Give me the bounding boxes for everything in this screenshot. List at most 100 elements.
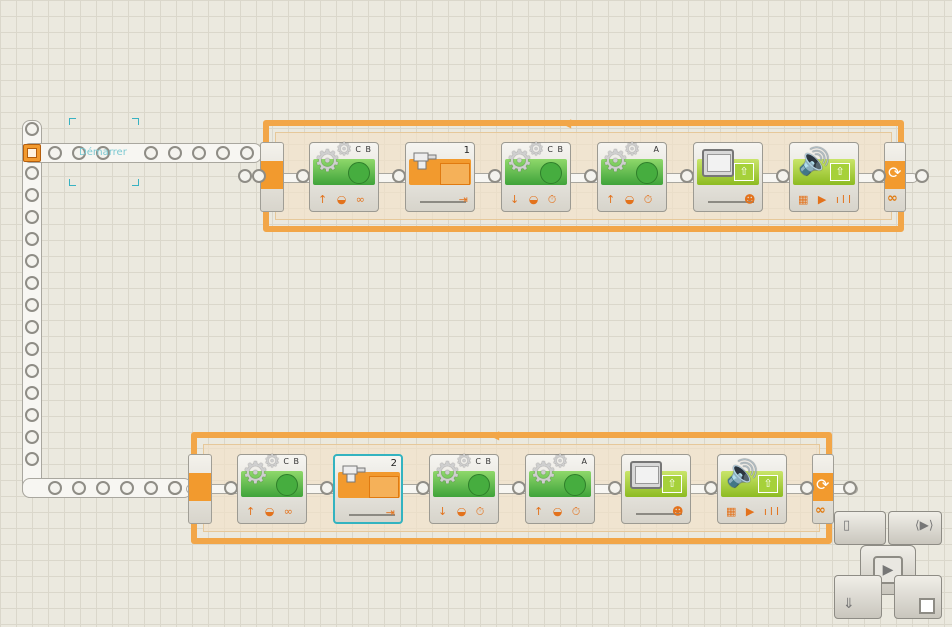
gear-icon: ⚙ — [506, 144, 533, 179]
motor-block[interactable]: ⚙⚙ A ↑ ◒ ⏱ — [525, 451, 595, 524]
gear-icon: ⚙ — [530, 456, 557, 491]
motor-settings-icons: ↑ ◒ ⏱ — [606, 193, 656, 206]
download-button[interactable]: ⇓ — [834, 575, 882, 619]
display-settings-icons: ☻ — [744, 193, 759, 206]
comment-text: Démarrer — [79, 147, 127, 158]
sound-settings-icons: ▦ ▶ ıll — [726, 505, 783, 518]
beam-peg — [168, 481, 182, 495]
beam-peg — [25, 188, 39, 202]
sound-block[interactable]: 🔊⇧▦ ▶ ıll — [717, 454, 787, 524]
hand-icon — [413, 152, 437, 170]
download-run-selected-button[interactable]: ⟨▶⟩ — [888, 511, 942, 545]
beam-peg — [392, 169, 406, 183]
start-point[interactable] — [23, 144, 41, 162]
motor-block[interactable]: ⚙⚙C B↑ ◒ ∞ — [309, 139, 379, 212]
wait-number: 1 — [463, 145, 470, 156]
display-settings-icons: ☻ — [672, 505, 687, 518]
stop-button[interactable] — [894, 575, 942, 619]
beam-peg — [238, 169, 252, 183]
motor-block[interactable]: ⚙⚙A↑ ◒ ⏱ — [597, 139, 667, 212]
beam-peg — [96, 481, 110, 495]
beam-peg — [168, 146, 182, 160]
beam-peg — [608, 481, 622, 495]
beam-peg — [25, 166, 39, 180]
motor-settings-icons: ↑ ◒ ∞ — [246, 505, 296, 518]
beam-peg — [25, 320, 39, 334]
beam-peg — [144, 146, 158, 160]
loop-end-1[interactable]: ⟳ ∞ — [884, 142, 906, 212]
download-icon: ⇓ — [843, 596, 855, 612]
sound-settings-icons: ▦ ▶ ıll — [798, 193, 855, 206]
motor-block[interactable]: ⚙⚙C B↑ ◒ ∞ — [237, 451, 307, 524]
beam-peg — [96, 146, 110, 160]
beam-peg — [192, 146, 206, 160]
beam-peg — [25, 452, 39, 466]
gear-icon: ⚙ — [456, 451, 473, 472]
display-block[interactable]: ⇧☻ — [693, 142, 763, 212]
beam-peg — [25, 232, 39, 246]
loop-return-arrow-2: ◀ — [490, 428, 500, 442]
wait-arrow-icon: ⇥ — [458, 193, 468, 206]
gear-icon: ⚙ — [552, 451, 569, 472]
gear-icon: ⚙ — [264, 451, 281, 472]
beam-peg — [25, 408, 39, 422]
speaker-icon: 🔊 — [798, 147, 831, 177]
beam-peg — [25, 122, 39, 136]
gear-icon: ⚙ — [314, 144, 341, 179]
comment-box[interactable]: Démarrer — [69, 118, 139, 186]
beam-peg — [25, 276, 39, 290]
stop-icon — [919, 598, 935, 614]
beam-peg — [240, 146, 254, 160]
beam-peg — [72, 146, 86, 160]
loop-infinity-icon: ∞ — [815, 503, 826, 518]
beam-peg — [25, 342, 39, 356]
beam-peg — [25, 254, 39, 268]
display-block[interactable]: ⇧☻ — [621, 454, 691, 524]
beam-peg — [776, 169, 790, 183]
beam-peg — [915, 169, 929, 183]
display-icon — [702, 149, 734, 177]
wait-block[interactable]: 2⇥ — [333, 454, 403, 524]
loop-return-arrow-1: ◀ — [562, 116, 572, 130]
gear-icon: ⚙ — [434, 456, 461, 491]
beam-peg — [25, 430, 39, 444]
start-icon — [27, 148, 37, 158]
upload-icon: ⇧ — [830, 163, 850, 181]
wait-block[interactable]: 1⇥ — [405, 142, 475, 212]
loop-start-2[interactable] — [188, 454, 212, 524]
gear-icon: ⚙ — [624, 139, 641, 160]
beam-peg — [320, 481, 334, 495]
speaker-icon: 🔊 — [726, 459, 759, 489]
beam-peg — [25, 298, 39, 312]
beam-peg — [680, 169, 694, 183]
motor-ports-label: C B — [283, 457, 300, 466]
beam-peg — [512, 481, 526, 495]
motor-settings-icons: ↑ ◒ ⏱ — [534, 505, 584, 518]
motor-ports-label: A — [653, 145, 660, 154]
motor-settings-icons: ↓ ◒ ⏱ — [510, 193, 560, 206]
beam-peg — [872, 169, 886, 183]
sound-block[interactable]: 🔊⇧ ▦ ▶ ıll — [789, 142, 859, 212]
motor-block[interactable]: ⚙⚙C B↓ ◒ ⏱ — [501, 139, 571, 212]
nxt-window-button[interactable]: ▯ — [834, 511, 886, 545]
upload-icon: ⇧ — [734, 163, 754, 181]
motor-settings-icons: ↑ ◒ ∞ — [318, 193, 368, 206]
gear-icon: ⚙ — [336, 139, 353, 160]
beam-peg — [25, 364, 39, 378]
beam-peg — [48, 146, 62, 160]
beam-peg — [843, 481, 857, 495]
motor-ports-label: A — [581, 457, 588, 466]
motor-ports-label: C B — [475, 457, 492, 466]
beam-peg — [48, 481, 62, 495]
beam-peg — [216, 146, 230, 160]
motor-block[interactable]: ⚙⚙C B↓ ◒ ⏱ — [429, 451, 499, 524]
gear-icon: ⚙ — [242, 456, 269, 491]
loop-end-2[interactable]: ⟳ ∞ — [812, 454, 834, 524]
beam-peg — [72, 481, 86, 495]
gear-icon: ⚙ — [528, 139, 545, 160]
beam-peg — [296, 169, 310, 183]
beam-peg — [224, 481, 238, 495]
motor-ports-label: C B — [355, 145, 372, 154]
loop-refresh-icon: ⟳ — [888, 163, 902, 182]
